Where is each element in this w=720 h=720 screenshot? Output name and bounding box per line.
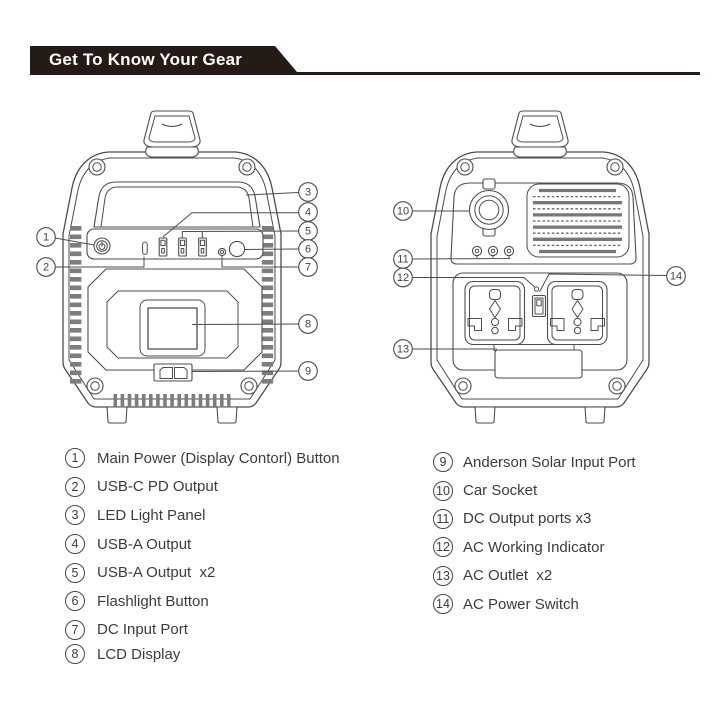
- lcd-area: [87, 268, 263, 371]
- svg-text:12: 12: [397, 272, 409, 284]
- callout-6: 6: [298, 239, 318, 259]
- legend-number: 13: [433, 565, 453, 586]
- legend-label: Anderson Solar Input Port: [463, 453, 636, 471]
- legend-number: 11: [433, 508, 453, 529]
- svg-text:13: 13: [397, 344, 409, 356]
- legend-label: USB-C PD Output: [97, 478, 218, 496]
- ac-power-switch: [531, 294, 547, 318]
- legend-label: LED Light Panel: [97, 506, 206, 524]
- legend-label: Flashlight Button: [97, 592, 209, 610]
- legend-item: 5 USB-A Output x2: [65, 558, 340, 587]
- svg-text:2: 2: [43, 262, 49, 274]
- legend-label: LCD Display: [97, 645, 181, 663]
- legend-item: 8 LCD Display: [65, 640, 340, 669]
- page-title: Get To Know Your Gear: [49, 50, 243, 69]
- legend-item: 3 LED Light Panel: [65, 501, 340, 530]
- flashlight-button: [228, 240, 246, 258]
- callout-2: 2: [36, 257, 56, 277]
- ac-outlet: [546, 280, 608, 346]
- legend-label: DC Input Port: [97, 621, 188, 639]
- callout-7: 7: [298, 257, 318, 277]
- usb-c-port: [142, 241, 148, 255]
- legend-number: 14: [433, 594, 453, 615]
- svg-text:1: 1: [43, 232, 49, 244]
- callouts: 1 2 3 4 5 6 7 8 9 10 11 12 13 14: [36, 182, 686, 381]
- legend-number: 3: [65, 505, 85, 526]
- callout-13: 13: [393, 339, 413, 359]
- legend-number: 4: [65, 534, 85, 555]
- svg-text:7: 7: [305, 262, 311, 274]
- legend-number: 5: [65, 562, 85, 583]
- svg-text:4: 4: [305, 207, 311, 219]
- legend-item: 1 Main Power (Display Contorl) Button: [65, 444, 340, 473]
- legend-number: 9: [433, 452, 453, 473]
- legend-number: 2: [65, 476, 85, 497]
- svg-text:14: 14: [670, 271, 682, 283]
- power-icon: [98, 241, 106, 251]
- port-panel: [86, 228, 264, 260]
- callout-5: 5: [298, 221, 318, 241]
- legend-label: USB-A Output x2: [97, 564, 216, 582]
- svg-text:9: 9: [305, 366, 311, 378]
- legend-number: 1: [65, 448, 85, 469]
- legend-item: 6 Flashlight Button: [65, 587, 340, 616]
- callout-4: 4: [298, 202, 318, 222]
- legend-label: AC Working Indicator: [463, 538, 605, 556]
- callout-10: 10: [393, 201, 413, 221]
- main-power-button: [93, 237, 111, 255]
- led-light-panel: [93, 181, 261, 228]
- legend-item: 12 AC Working Indicator: [433, 533, 636, 561]
- callout-14: 14: [666, 266, 686, 286]
- legend-item: 7 DC Input Port: [65, 616, 340, 645]
- vent-grille: [526, 183, 630, 258]
- legend-label: AC Power Switch: [463, 595, 579, 613]
- legend-label: USB-A Output: [97, 535, 192, 553]
- legend-label: Main Power (Display Contorl) Button: [97, 449, 340, 467]
- svg-text:5: 5: [305, 226, 311, 238]
- legend-item: 14 AC Power Switch: [433, 590, 636, 618]
- power-station-front: [62, 110, 282, 424]
- svg-text:11: 11: [397, 254, 408, 266]
- svg-text:3: 3: [305, 187, 311, 199]
- legend-number: 7: [65, 619, 85, 640]
- svg-text:6: 6: [305, 244, 311, 256]
- legend-label: DC Output ports x3: [463, 510, 592, 528]
- legend-label: Car Socket: [463, 482, 538, 500]
- svg-text:8: 8: [305, 319, 311, 331]
- callout-9: 9: [298, 361, 318, 381]
- callout-11: 11: [393, 249, 413, 269]
- usb-a-port: [198, 237, 207, 257]
- legend-number: 10: [433, 480, 453, 501]
- device-diagram: 1 2 3 4 5 6 7 8 9 10 11 12 13 14: [36, 110, 686, 424]
- legend-item: 2 USB-C PD Output: [65, 473, 340, 502]
- usb-a-port: [158, 237, 168, 257]
- legend-item: 9 Anderson Solar Input Port: [433, 448, 636, 476]
- legend-number: 6: [65, 591, 85, 612]
- lcd-screen: [147, 307, 198, 350]
- callout-3: 3: [298, 182, 318, 202]
- rear-top-panel: [450, 182, 637, 265]
- car-socket: [468, 178, 510, 237]
- legend-item: 10 Car Socket: [433, 476, 636, 504]
- callout-1: 1: [36, 227, 56, 247]
- anderson-solar-port: [153, 363, 193, 382]
- callout-8: 8: [298, 314, 318, 334]
- legend-item: 11 DC Output ports x3: [433, 505, 636, 533]
- legend-number: 8: [65, 644, 85, 665]
- ac-working-indicator: [533, 286, 540, 292]
- legend-label: AC Outlet x2: [463, 567, 553, 585]
- legend-number: 12: [433, 537, 453, 558]
- legend-item: 4 USB-A Output: [65, 530, 340, 559]
- power-station-back: [430, 110, 650, 424]
- legend-item: 13 AC Outlet x2: [433, 562, 636, 590]
- dc-output-ports: [471, 245, 515, 257]
- dc-input-port: [217, 247, 227, 257]
- usb-a-port: [178, 237, 187, 257]
- label-plate: [494, 349, 583, 379]
- callout-12: 12: [393, 267, 413, 288]
- svg-text:10: 10: [397, 206, 409, 218]
